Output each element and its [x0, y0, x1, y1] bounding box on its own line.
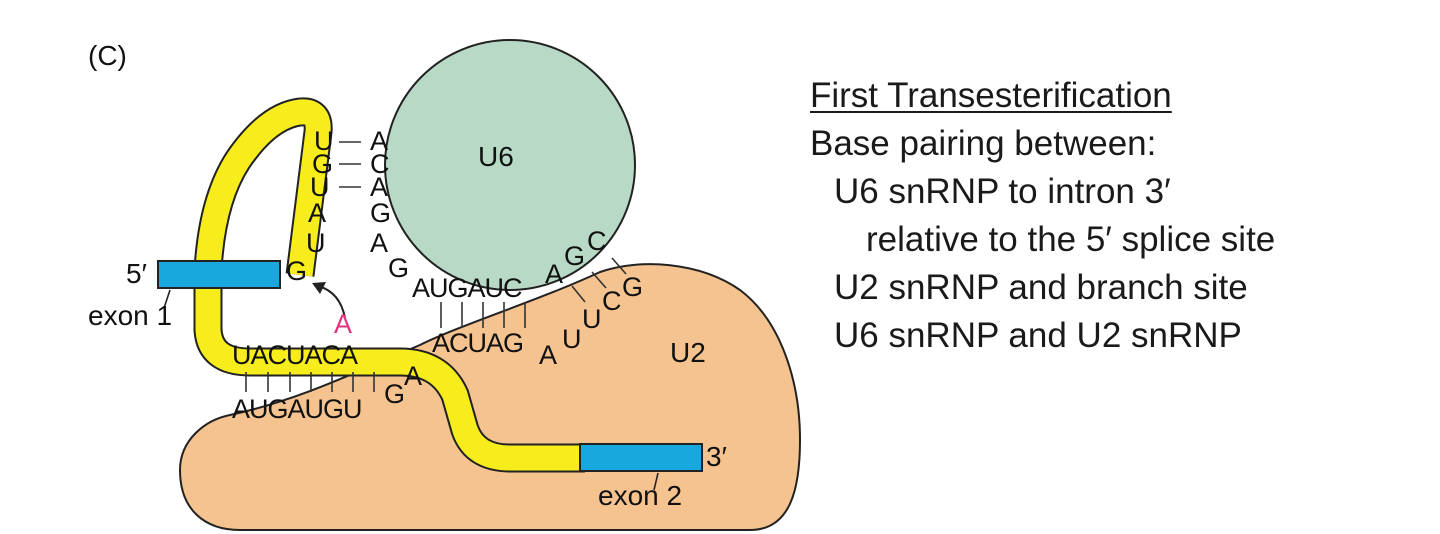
- u2-u2-base: U: [582, 304, 602, 334]
- u2-seq-augaugu: AUGAUGU: [232, 394, 362, 424]
- exon-1-box: [157, 260, 281, 289]
- side-title: First Transesterification: [810, 76, 1172, 115]
- side-line: U6 snRNP to intron 3′: [834, 172, 1171, 211]
- u2-lower-g: G: [384, 379, 405, 409]
- intron-base: U: [306, 228, 326, 258]
- u6-label: U6: [478, 141, 514, 172]
- intron-branch-seq: UACUACA: [232, 340, 358, 370]
- u6-base: A: [370, 172, 388, 202]
- panel-label: (C): [88, 40, 127, 71]
- u6-base: A: [370, 228, 388, 258]
- side-line: Base pairing between:: [810, 124, 1157, 163]
- intron-base: U: [314, 126, 334, 156]
- u6-base: G: [370, 198, 391, 228]
- three-prime-label: 3′: [706, 441, 727, 472]
- intron-base: G: [312, 149, 333, 179]
- side-line: U6 snRNP and U2 snRNP: [834, 316, 1242, 355]
- branch-a: A: [334, 309, 352, 339]
- u2-label: U2: [670, 337, 706, 368]
- u6-base: A: [370, 126, 388, 156]
- u2-seq-acuag: ACUAG: [432, 328, 523, 358]
- u6-g-base-2: G: [564, 241, 585, 271]
- side-line: relative to the 5′ splice site: [866, 220, 1276, 259]
- exon-2-label: exon 2: [598, 480, 682, 511]
- intron-g: G: [286, 256, 307, 286]
- exon-1-label: exon 1: [88, 300, 172, 331]
- side-line: U2 snRNP and branch site: [834, 268, 1248, 307]
- u6-c-base: C: [587, 226, 607, 256]
- u2-lower-a: A: [404, 361, 422, 391]
- u2-g-base: G: [622, 272, 643, 302]
- intron-base: U: [310, 172, 330, 202]
- u6-snrnp-shape: [384, 39, 636, 291]
- side-text-block: First Transesterification Base pairing b…: [810, 72, 1275, 360]
- intron-base: A: [308, 198, 326, 228]
- exon-2-box: [579, 443, 703, 472]
- u6-seq-auguauc: AUGAUC: [412, 273, 522, 303]
- u6-a-base: A: [545, 259, 563, 289]
- u2-a-base: A: [539, 340, 557, 370]
- u2-u-base: U: [562, 324, 582, 354]
- u6-g-base: G: [388, 253, 409, 283]
- u6-base: C: [370, 149, 390, 179]
- five-prime-label: 5′: [126, 258, 147, 289]
- u2-c-base: C: [602, 286, 622, 316]
